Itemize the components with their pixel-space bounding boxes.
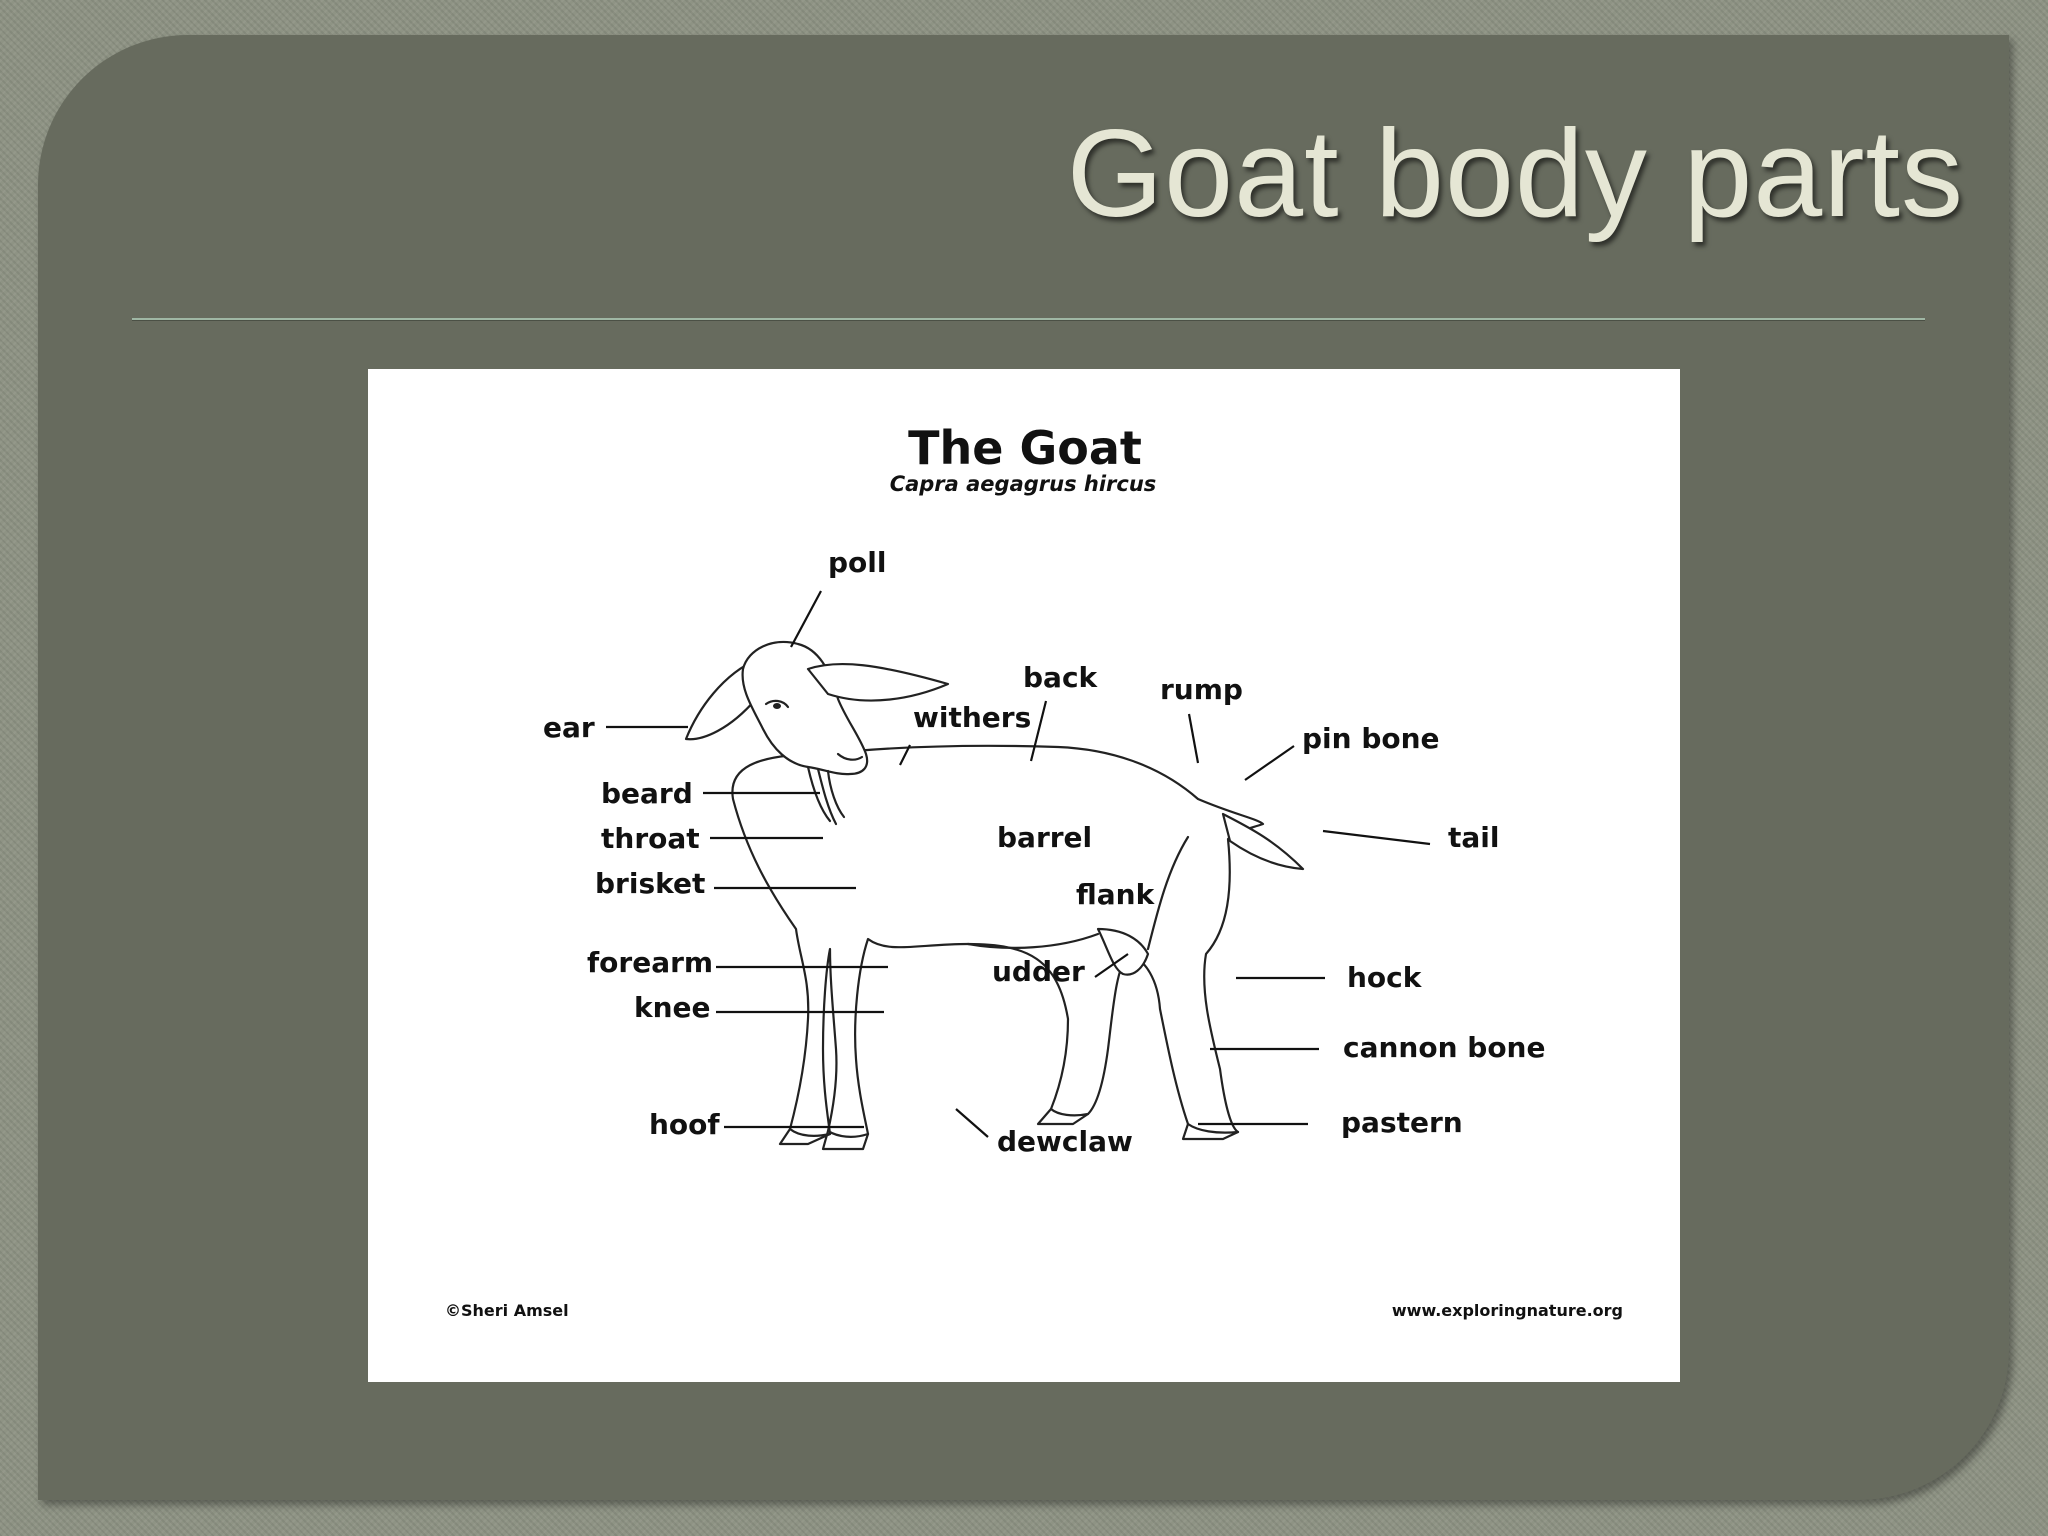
leader-tail [1322,829,1431,846]
label-back: back [1023,661,1099,694]
goat-tail [1221,812,1305,871]
goat-body-outline [731,744,1265,1138]
goat-eye [764,699,790,709]
diagram-website: www.exploringnature.org [1392,1301,1623,1320]
label-pastern: pastern [1341,1106,1463,1139]
label-throat: throat [601,822,700,855]
label-udder: udder [992,955,1085,988]
diagram-title: The Goat [908,421,1142,475]
goat-udder [1096,927,1150,976]
leader-withers [899,744,911,766]
leader-dewclaw [955,1108,989,1138]
label-knee: knee [634,991,711,1024]
leader-back [1029,700,1048,762]
label-tail: tail [1448,821,1499,854]
leader-pin-bone [1244,745,1295,781]
label-beard: beard [601,777,693,810]
goat-right-ear [806,662,950,702]
label-rump: rump [1160,673,1243,706]
goat-diagram-svg: The Goat Capra aegagrus hircus [445,421,1623,1320]
goat-front-right-hoof [821,1129,870,1151]
goat-illustration [684,640,1305,1151]
label-cannon-bone: cannon bone [1343,1031,1545,1064]
goat-flank-fold [1146,835,1190,951]
label-withers: withers [913,701,1031,734]
label-brisket: brisket [595,867,705,900]
goat-eye-pupil [773,703,781,709]
goat-rear-right-hoof [1181,1122,1240,1141]
label-dewclaw: dewclaw [997,1125,1133,1158]
leader-udder [1094,953,1129,978]
label-poll: poll [828,546,886,579]
title-divider [132,318,1925,321]
leader-rump [1187,713,1200,764]
goat-left-ear [684,657,760,741]
label-pin-bone: pin bone [1302,722,1440,755]
label-barrel: barrel [997,821,1092,854]
goat-mouth [836,752,864,761]
leader-lines [606,590,1431,1138]
goat-rear-left-hoof [1036,1107,1090,1126]
label-hock: hock [1347,961,1423,994]
diagram-copyright: ©Sheri Amsel [445,1301,569,1320]
leader-poll [790,590,822,648]
goat-belly-hair [966,932,1100,949]
goat-beard [806,765,846,826]
label-hoof: hoof [649,1108,720,1141]
goat-diagram-image: The Goat Capra aegagrus hircus [368,369,1680,1382]
goat-head [741,640,869,776]
label-flank: flank [1076,878,1156,911]
goat-front-left-hoof [778,1127,832,1146]
slide-title: Goat body parts [1066,105,1964,243]
diagram-subtitle: Capra aegagrus hircus [890,472,1157,496]
label-ear: ear [543,711,595,744]
part-labels: poll ear beard throat brisket forearm kn… [543,546,1545,1158]
label-forearm: forearm [587,946,713,979]
